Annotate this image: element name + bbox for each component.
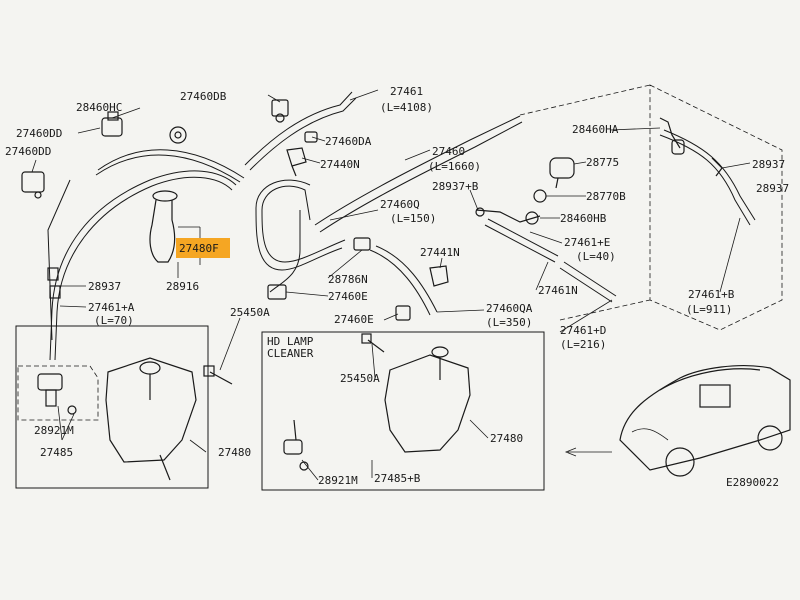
label-27441n: 27441N	[420, 246, 460, 259]
hose-loop-2	[255, 179, 343, 271]
part-28460ha-assembly	[659, 117, 685, 155]
label-27460db: 27460DB	[180, 90, 227, 103]
label-27460qa: 27460QA	[486, 302, 533, 315]
label-28937-b: 28937+B	[432, 180, 479, 193]
label-28937-left: 28937	[88, 280, 121, 293]
label-27461-e-length: (L=40)	[576, 250, 616, 263]
part-28937-left-joint	[47, 267, 61, 299]
part-27460dd-connector	[21, 171, 45, 199]
label-hd-lamp: HD LAMP	[267, 335, 314, 348]
label-27461-e: 27461+E	[564, 236, 610, 249]
label-27480f-highlighted: 27480F	[179, 242, 219, 255]
part-25450a-bolt	[203, 365, 233, 385]
hose-right-diag-3	[559, 267, 613, 303]
direction-arrow	[564, 447, 612, 457]
hose-upper	[244, 91, 353, 166]
label-27460-length: (L=1660)	[428, 160, 481, 173]
label-27440n: 27440N	[320, 158, 360, 171]
label-27460: 27460	[432, 145, 465, 158]
dashed-connector-2	[559, 299, 651, 321]
part-28921m-pump-a	[37, 373, 77, 415]
label-27460q-length: (L=150)	[390, 212, 436, 225]
label-27461n: 27461N	[538, 284, 578, 297]
label-28775: 28775	[586, 156, 619, 169]
label-27460e-a: 27460E	[328, 290, 368, 303]
part-grommet	[169, 126, 187, 144]
hose-lower-middle-2	[375, 245, 438, 313]
highlight-box-27480f	[176, 238, 230, 258]
label-27460qa-length: (L=350)	[486, 316, 532, 329]
hose-top-left-2	[97, 149, 245, 179]
label-27460e-b: 27460E	[334, 313, 374, 326]
part-27460db-clip	[271, 99, 289, 123]
label-27485: 27485	[40, 446, 73, 459]
label-27461-a: 27461+A	[88, 301, 135, 314]
label-28937-right: 28937	[752, 158, 785, 171]
part-27460e-clip-b	[395, 305, 411, 321]
part-28775-nozzle-cap	[549, 157, 575, 189]
label-27460dd-a: 27460DD	[16, 127, 62, 140]
label-27461-top-length: (L=4108)	[380, 101, 433, 114]
label-27460dd-b: 27460DD	[5, 145, 51, 158]
hose-top-left	[95, 154, 241, 183]
part-27441n-nozzle	[429, 265, 449, 287]
label-28921m-a: 28921M	[34, 424, 74, 437]
diagram-code: E2890022	[726, 476, 779, 489]
label-cleaner: CLEANER	[267, 347, 314, 360]
hose-left-branch	[47, 179, 71, 341]
hose-main-left-2	[54, 176, 233, 361]
leader-lines	[31, 89, 751, 481]
part-25450a-bolt-b	[361, 333, 385, 353]
hose-upper-2	[249, 97, 357, 171]
label-25450a-a: 25450A	[230, 306, 270, 319]
hose-right-diag	[484, 224, 556, 263]
label-28786n: 28786N	[328, 273, 368, 286]
hose-right-long-2	[319, 121, 523, 233]
hd-lamp-cleaner-box	[261, 331, 545, 491]
label-28921m-b: 28921M	[318, 474, 358, 487]
hose-right-long	[314, 115, 521, 226]
label-27461-d-length: (L=216)	[560, 338, 606, 351]
label-25450a-b: 25450A	[340, 372, 380, 385]
hose-right-diag-4	[563, 261, 617, 297]
hose-right-diag-2	[487, 218, 559, 257]
label-27461-b: 27461+B	[688, 288, 735, 301]
part-27460da-clip	[304, 131, 318, 143]
label-27460da: 27460DA	[325, 135, 372, 148]
label-28460hc: 28460HC	[76, 101, 122, 114]
hose-far-right	[659, 134, 751, 226]
part-28937-right	[711, 157, 723, 177]
label-28460ha: 28460HA	[572, 123, 619, 136]
hose-lower-middle	[369, 249, 431, 316]
part-27440n-nozzle	[286, 147, 307, 177]
part-27480-tank-b	[384, 346, 471, 453]
label-27480-b: 27480	[490, 432, 523, 445]
label-27461-d: 27461+D	[560, 324, 606, 337]
label-27461-b-length: (L=911)	[686, 303, 732, 316]
label-27485-b: 27485+B	[374, 472, 421, 485]
car-illustration	[619, 365, 791, 477]
label-27461-a-length: (L=70)	[94, 314, 134, 327]
hose-far-right-2	[663, 129, 756, 221]
part-28770b-joint	[533, 189, 547, 203]
part-27480-tank-a	[105, 357, 197, 481]
hose-loop	[261, 185, 346, 263]
label-27461-top: 27461	[390, 85, 423, 98]
label-28937-right-2: 28937	[756, 182, 789, 195]
dashed-subassembly-frame	[649, 84, 783, 331]
part-27480f-filler-neck	[149, 190, 178, 263]
hose-center	[269, 210, 301, 293]
dashed-connector	[519, 84, 651, 116]
label-27480-a: 27480	[218, 446, 251, 459]
part-28460hb-assembly	[475, 207, 541, 225]
label-27460q: 27460Q	[380, 198, 420, 211]
headlamp-washer-dashed-frame	[17, 365, 99, 421]
washer-tank-group-box	[15, 325, 209, 489]
label-28916: 28916	[166, 280, 199, 293]
label-28460hb: 28460HB	[560, 212, 607, 225]
label-28770b: 28770B	[586, 190, 626, 203]
part-28786n-clip	[353, 237, 371, 251]
